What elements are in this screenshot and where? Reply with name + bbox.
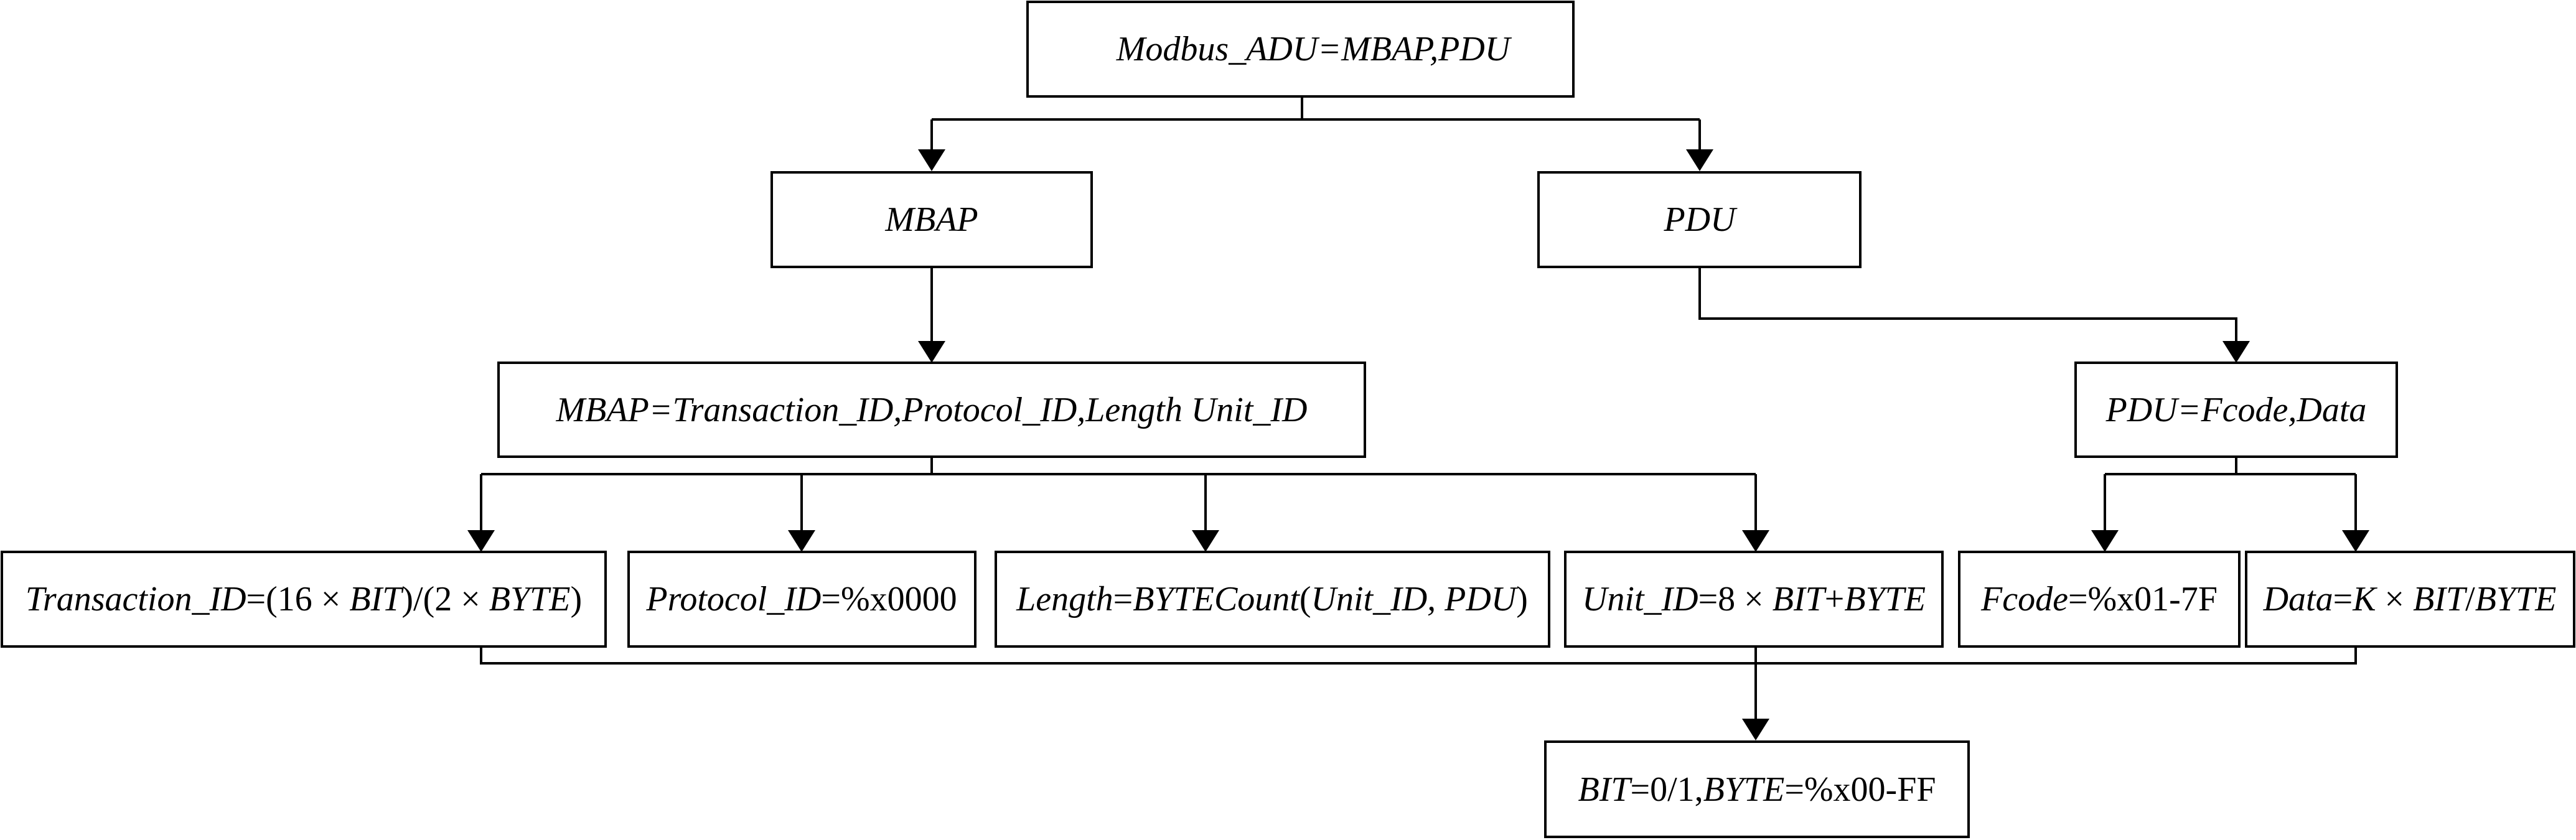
text-run: BIT [349,580,404,618]
node-transaction-id-box [1,551,607,648]
node-unit-id-box [1564,551,1944,648]
node-unit-id: Unit_ID=8 × BIT+BYTE [1564,551,1944,648]
text-run: BIT [2413,580,2468,618]
text-run: BYTE [489,580,571,618]
node-data-label: Data=K × BIT/BYTE [2263,580,2557,618]
text-run: ) [571,580,583,618]
text-run: Protocol_ID [645,580,821,618]
text-run: ( [1300,580,1311,618]
node-mbap: MBAP [770,171,1093,268]
node-pdu-label: PDU [1663,200,1738,239]
edge-pdu-def-split [2105,457,2356,475]
arrowhead-unit-id [1742,530,1769,552]
text-run: BIT [1578,770,1632,809]
text-run: MBAP=Transaction_ID,Protocol_ID,Length U… [556,391,1308,429]
text-run: PDU [1663,200,1738,239]
node-transaction-id: Transaction_ID=(16 × BIT)/(2 × BYTE) [1,551,607,648]
text-run: / [2465,580,2475,618]
text-run: = [1113,580,1133,618]
text-run: Modbus_ADU=MBAP,PDU [1116,30,1512,68]
text-run: =(16 × [246,580,350,618]
node-transaction-id-label: Transaction_ID=(16 × BIT)/(2 × BYTE) [26,580,582,618]
node-mbap-definition: MBAP=Transaction_ID,Protocol_ID,Length U… [497,362,1366,458]
node-pdu-definition: PDU=Fcode,Data [2074,362,2398,458]
node-bit-byte-label: BIT=0/1,BYTE=%x00-FF [1578,770,1936,809]
text-run: =%x0000 [821,580,957,618]
arrowhead-mbap [918,149,945,171]
node-length: Length=BYTECount(Unit_ID, PDU) [995,551,1550,648]
text-run: =8 × [1698,580,1773,618]
arrowhead-pdu [1686,149,1713,171]
edge-adu-split [932,96,1700,121]
text-run: + [1825,580,1845,618]
text-run: = [2333,580,2353,618]
text-run: MBAP [884,200,978,239]
text-run: BYTE [1703,770,1785,809]
node-fcode-box [1958,551,2241,648]
text-run: Length [1016,580,1113,618]
text-run: =0/1, [1630,770,1703,809]
text-run: PDU=Fcode,Data [2105,391,2367,429]
arrowhead-fcode [2091,530,2119,552]
node-pdu: PDU [1537,171,1862,268]
text-run: × [2376,580,2414,618]
node-mbap-label: MBAP [884,200,978,239]
node-length-box [995,551,1550,648]
text-run: BYTE [1844,580,1926,618]
node-bit-byte-box [1544,740,1970,838]
arrowhead-pdu-def [2222,341,2250,363]
arrowhead-mbap-def [918,341,945,363]
text-run: =%x01-7F [2068,580,2218,618]
node-fcode: Fcode=%x01-7F [1958,551,2241,648]
node-mbap-definition-label: MBAP=Transaction_ID,Protocol_ID,Length U… [556,391,1308,429]
arrowhead-length [1192,530,1219,552]
text-run: ) [1516,580,1528,618]
node-modbus-adu-box [1026,1,1575,98]
arrowhead-protocol-id [788,530,815,552]
node-mbap-box [770,171,1093,268]
edge-fields-merge [480,646,2357,665]
text-run: Data [2263,580,2333,618]
connector-lines [467,96,2369,740]
edge-mbap-def-split [481,457,1756,475]
node-data-box [2245,551,2575,648]
node-pdu-box [1537,171,1862,268]
text-run: =%x00-FF [1784,770,1936,809]
text-run: BYTECount [1133,580,1300,618]
node-protocol-id-label: Protocol_ID=%x0000 [645,580,957,618]
node-modbus-adu: Modbus_ADU=MBAP,PDU [1026,1,1575,98]
text-run: K [2352,580,2377,618]
arrowhead-bit-byte [1742,719,1769,740]
text-run: BYTE [2475,580,2557,618]
node-protocol-id-box [627,551,977,648]
text-run: Transaction_ID [26,580,246,618]
arrowhead-data [2342,530,2369,552]
node-modbus-adu-label: Modbus_ADU=MBAP,PDU [1116,30,1512,68]
edge-pdu-to-def [1698,267,2237,341]
text-run: Fcode [1980,580,2068,618]
node-unit-id-label: Unit_ID=8 × BIT+BYTE [1582,580,1926,618]
node-mbap-definition-box [497,362,1366,458]
node-bit-byte: BIT=0/1,BYTE=%x00-FF [1544,740,1970,838]
text-run: Unit_ID [1582,580,1698,618]
node-length-label: Length=BYTECount(Unit_ID, PDU) [1016,580,1528,618]
arrowhead-transaction-id [467,530,495,552]
node-pdu-definition-label: PDU=Fcode,Data [2105,391,2367,429]
text-run: Unit_ID, PDU [1311,580,1519,618]
node-protocol-id: Protocol_ID=%x0000 [627,551,977,648]
node-pdu-definition-box [2074,362,2398,458]
text-run: BIT [1773,580,1827,618]
text-run: )/(2 × [401,580,489,618]
node-data: Data=K × BIT/BYTE [2245,551,2575,648]
node-fcode-label: Fcode=%x01-7F [1980,580,2218,618]
